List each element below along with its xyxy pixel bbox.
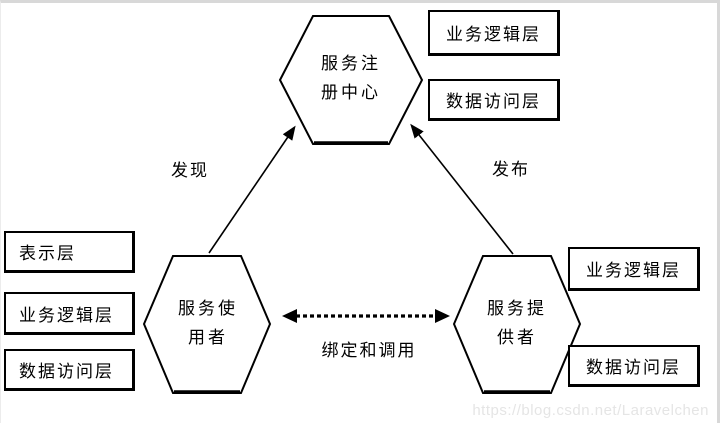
- consumer-label-line1: 服务使: [178, 299, 238, 319]
- layer-box-label: 业务逻辑层: [19, 305, 114, 326]
- bind-invoke-arrowhead-right: [435, 309, 450, 323]
- provider-hexagon: [452, 255, 582, 394]
- layer-box-label: 业务逻辑层: [586, 261, 681, 281]
- discover-arrow: [208, 125, 296, 254]
- layer-box-bottomright-business-logic: 业务逻辑层: [568, 247, 700, 291]
- registry-node-label: 服务注 册中心: [291, 50, 411, 108]
- layer-box-left-data-access: 数据访问层: [4, 349, 135, 391]
- layer-box-topright-data-access: 数据访问层: [428, 79, 560, 121]
- layer-box-label: 业务逻辑层: [446, 25, 541, 45]
- layer-box-left-business-logic: 业务逻辑层: [4, 292, 135, 335]
- discover-edge-label: 发现: [171, 161, 209, 181]
- diagram-shapes-layer: [142, 15, 582, 394]
- publish-arrow: [410, 123, 514, 255]
- registry-label-line2: 册中心: [321, 83, 381, 103]
- consumer-node-label: 服务使 用者: [148, 295, 268, 353]
- registry-label-line1: 服务注: [321, 54, 381, 74]
- layer-box-left-presentation: 表示层: [4, 231, 135, 273]
- consumer-hexagon: [142, 255, 272, 394]
- provider-node-label: 服务提 供者: [457, 295, 577, 353]
- consumer-label-line2: 用者: [188, 328, 228, 348]
- publish-edge-label: 发布: [492, 160, 530, 180]
- layer-box-label: 数据访问层: [19, 362, 114, 382]
- bind-invoke-arrowhead-left: [282, 309, 297, 323]
- registry-hexagon: [278, 15, 424, 145]
- layer-box-label: 表示层: [19, 244, 76, 264]
- layer-box-bottomright-data-access: 数据访问层: [568, 345, 700, 387]
- bind-invoke-edge-label: 绑定和调用: [321, 341, 417, 361]
- layer-box-topright-business-logic: 业务逻辑层: [428, 10, 560, 56]
- csdn-watermark: https://blog.csdn.net/Laravelchen: [472, 402, 709, 419]
- provider-label-line2: 供者: [497, 328, 537, 348]
- layer-box-label: 数据访问层: [586, 358, 681, 378]
- provider-label-line1: 服务提: [487, 299, 547, 319]
- layer-box-label: 数据访问层: [446, 92, 541, 112]
